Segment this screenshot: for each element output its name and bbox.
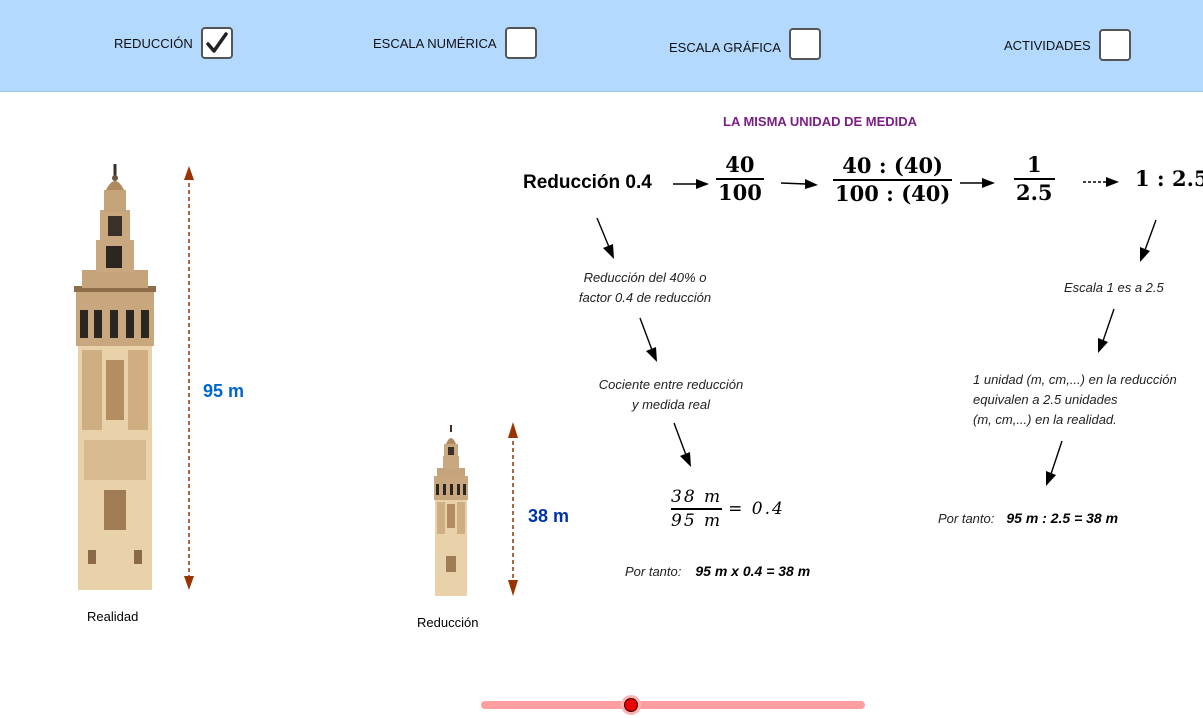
toolbar: REDUCCIÓN ESCALA NUMÉRICA ESCALA GRÁFICA… (0, 0, 1203, 92)
scale-slider-handle[interactable] (624, 698, 638, 712)
fraction-bar (671, 508, 723, 510)
reduced-height-arrow (508, 422, 518, 596)
escala-grafica-checkbox[interactable] (788, 28, 821, 60)
actividades-label: ACTIVIDADES (1004, 37, 1091, 53)
reduced-label: Reducción (417, 615, 479, 630)
note-reduccion-40: Reducción del 40% o factor 0.4 de reducc… (567, 268, 723, 308)
note-line: Cociente entre reducción (598, 377, 744, 392)
result-left: Por tanto: 95 m x 0.4 = 38 m (625, 562, 810, 582)
real-label: Realidad (87, 609, 139, 624)
reduccion-option: REDUCCIÓN (114, 27, 233, 59)
fraction-40-100: 40 100 (716, 152, 764, 206)
scale-slider-track[interactable] (481, 701, 865, 709)
reduccion-label: REDUCCIÓN (114, 35, 193, 51)
fraction-bar (1014, 178, 1055, 180)
escala-numerica-checkbox[interactable] (504, 27, 537, 59)
fraction-1-2-5: 1 2.5 (1014, 152, 1055, 206)
note-line: 1 unidad (m, cm,...) en la reducción (973, 372, 1177, 387)
note-cociente: Cociente entre reducción y medida real (589, 375, 753, 415)
checkmark-icon (205, 32, 228, 53)
actividades-option: ACTIVIDADES (1004, 29, 1131, 61)
por-tanto-label: Por tanto: (938, 511, 995, 526)
quotient-equation: 38 m 95 m = 0.4 (671, 486, 785, 532)
escala-numerica-option: ESCALA NUMÉRICA (373, 27, 537, 59)
result-left-text: 95 m x 0.4 = 38 m (695, 563, 811, 579)
ratio-text: 1 : 2.5 (1135, 166, 1203, 191)
fraction-denominator: 100 : (40) (835, 181, 951, 206)
real-height-arrow (184, 166, 194, 590)
fraction-bar (716, 178, 764, 180)
quotient-result: = 0.4 (728, 498, 785, 519)
section-title: LA MISMA UNIDAD DE MEDIDA (723, 114, 918, 129)
quotient-denominator: 95 m (671, 510, 723, 531)
tower-reduced-image (434, 425, 468, 596)
fraction-bar (833, 179, 953, 181)
quotient-numerator: 38 m (671, 487, 723, 507)
actividades-checkbox[interactable] (1098, 29, 1131, 61)
fraction-simplify: 40 : (40) 100 : (40) (833, 153, 953, 207)
fraction-numerator: 40 : (40) (842, 153, 943, 178)
note-line: factor 0.4 de reducción (578, 290, 712, 305)
fraction-denominator: 2.5 (1016, 180, 1053, 205)
note-line: equivalen a 2.5 unidades (973, 392, 1118, 407)
note-unidad: 1 unidad (m, cm,...) en la reducción equ… (973, 370, 1177, 430)
note-line: y medida real (631, 397, 711, 412)
fraction-numerator: 40 (725, 152, 755, 177)
tower-real-image (74, 164, 156, 590)
fraction-numerator: 1 (1026, 152, 1042, 177)
real-measure: 95 m (203, 381, 245, 401)
note-line: Reducción del 40% o (583, 270, 707, 285)
reduced-measure: 38 m (528, 506, 570, 526)
escala-grafica-label: ESCALA GRÁFICA (669, 39, 781, 55)
por-tanto-label: Por tanto: (625, 564, 682, 579)
reduccion-checkbox[interactable] (200, 27, 233, 59)
result-right-text: 95 m : 2.5 = 38 m (1006, 510, 1119, 526)
result-right: Por tanto: 95 m : 2.5 = 38 m (938, 509, 1118, 529)
note-line: (m, cm,...) en la realidad. (973, 412, 1117, 427)
note-escala: Escala 1 es a 2.5 (1064, 280, 1164, 295)
escala-grafica-option: ESCALA GRÁFICA (669, 28, 821, 60)
quotient-fraction: 38 m 95 m (671, 486, 723, 532)
fraction-denominator: 100 (718, 180, 762, 205)
reduccion-text: Reducción 0.4 (523, 172, 652, 193)
escala-numerica-label: ESCALA NUMÉRICA (373, 35, 497, 51)
